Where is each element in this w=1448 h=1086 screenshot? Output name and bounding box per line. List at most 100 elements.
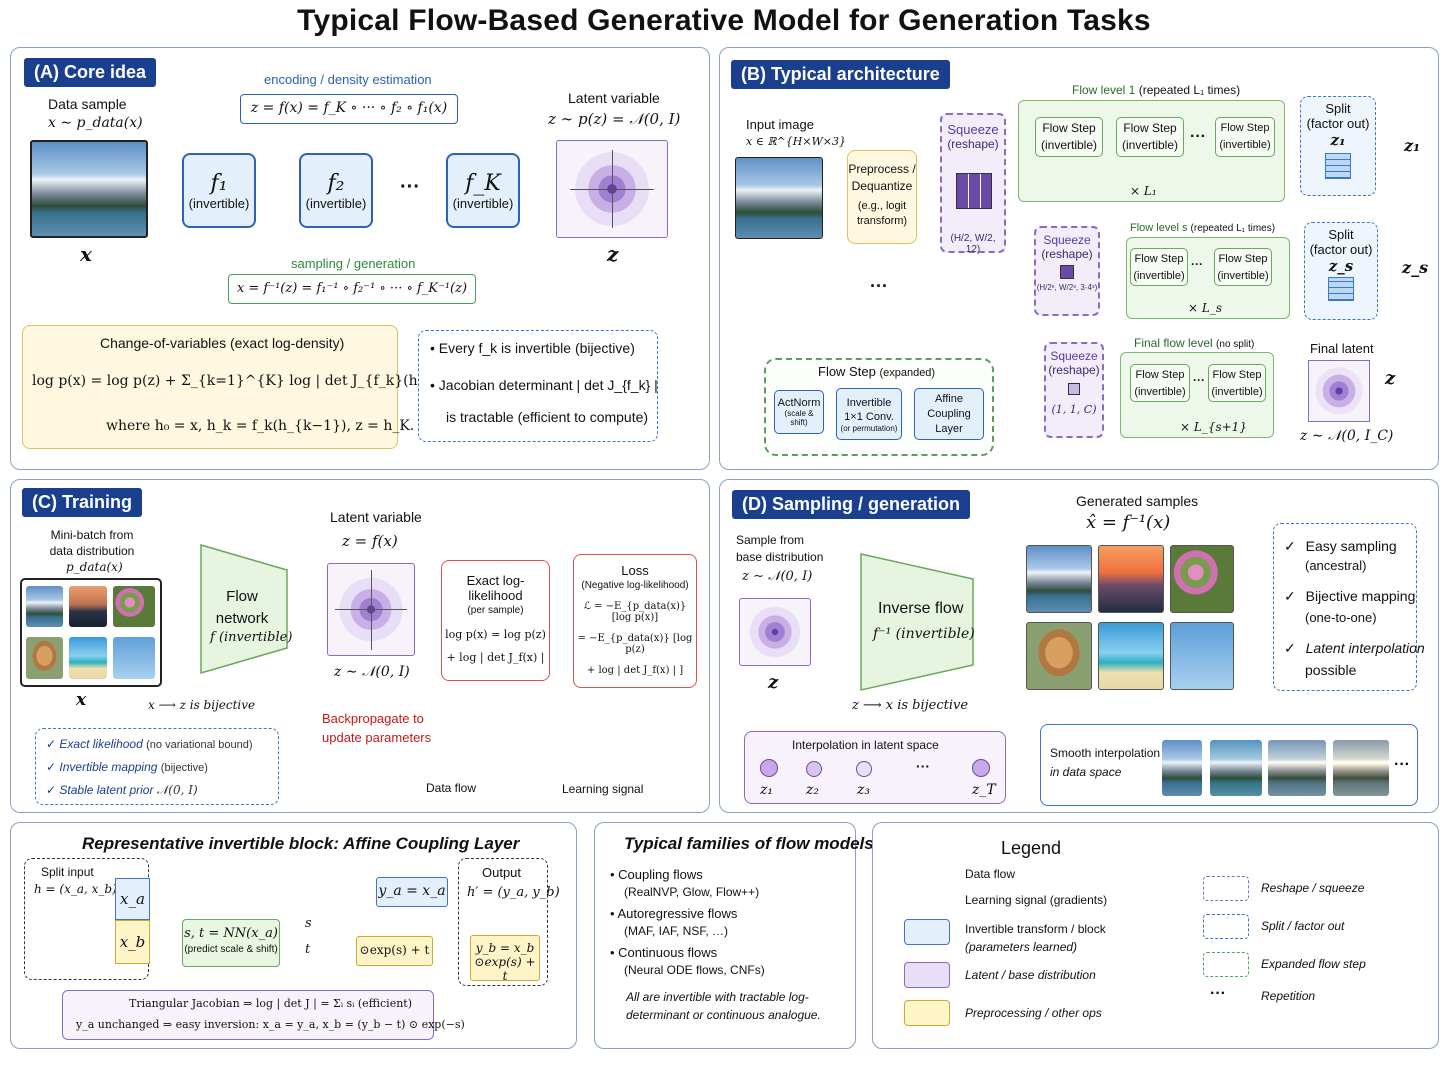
legend-repetition: Repetition: [1261, 989, 1316, 1003]
flow-step-sa[interactable]: Flow Step (invertible): [1130, 248, 1188, 286]
training-properties-box: [35, 728, 279, 805]
interp-node-z3: [856, 761, 872, 777]
fs-sa-sub: (invertible): [1133, 270, 1185, 282]
b-dots-s: ···: [1191, 257, 1203, 271]
nn-sub: (predict scale & shift): [184, 944, 278, 955]
squeeze-block-1[interactable]: Squeeze (reshape) (H/2, W/2, 12): [940, 113, 1006, 255]
interp-img-4: [1333, 740, 1389, 796]
cov-title: Change-of-variables (exact log-density): [100, 335, 345, 351]
check3b: 𝒩(0, I): [156, 783, 198, 797]
b-dots-f: ···: [1193, 373, 1205, 387]
interp-img-2: [1210, 740, 1262, 796]
sampling-formula: x = f⁻¹(z) = f₁⁻¹ ∘ f₂⁻¹ ∘ ··· ∘ f_K⁻¹(z…: [228, 274, 476, 304]
interp-dots: ···: [916, 758, 930, 774]
inverse-flow-shape[interactable]: [860, 553, 974, 691]
actnorm-block[interactable]: ActNorm (scale & shift): [774, 390, 824, 434]
fs-sa-label: Flow Step: [1134, 253, 1184, 265]
expanded-title: Flow Step: [818, 364, 876, 379]
change-of-variables-box: [22, 325, 398, 449]
fs-1c-sub: (invertible): [1219, 139, 1271, 151]
smooth-label-2: in data space: [1050, 765, 1122, 779]
flow-level-s-rep: (repeated L₁ times): [1190, 223, 1276, 234]
flow-level-s-title: Flow level s: [1130, 222, 1188, 234]
yb-block[interactable]: y_b = x_b ⊙exp(s) + t: [470, 935, 540, 983]
check-stable-prior: ✓ Stable latent prior 𝒩(0, I): [46, 783, 198, 797]
family-autoregressive: • Autoregressive flows: [610, 906, 738, 921]
squeeze-1-cube-icon: [956, 173, 992, 209]
ya-block[interactable]: y_a = x_a: [376, 877, 448, 907]
preprocess-block[interactable]: Preprocess / Dequantize (e.g., logit tra…: [847, 150, 917, 244]
flow-network-shape[interactable]: [200, 544, 288, 674]
f1b: (RealNVP, Glow, Flow++): [624, 885, 760, 899]
xb-block[interactable]: x_b: [115, 920, 150, 964]
split-block-s[interactable]: Split (factor out) z_s: [1304, 222, 1378, 320]
xa-block[interactable]: x_a: [115, 878, 150, 920]
actnorm-label: ActNorm: [777, 397, 821, 409]
check2b: (bijective): [160, 762, 208, 774]
fK-block[interactable]: f_K (invertible): [446, 153, 520, 228]
c-latent-dist: z ∼ 𝒩(0, I): [334, 664, 410, 680]
coupling-note-2: y_a unchanged ⇒ easy inversion: x_a = y_…: [76, 1018, 465, 1031]
legend-invertible-1: Invertible transform / block: [965, 922, 1106, 936]
ck1: Easy sampling: [1305, 538, 1397, 554]
mountain-lake-image: [30, 140, 148, 238]
flow-step-1c[interactable]: Flow Step(invertible): [1215, 117, 1275, 157]
legend-latent: Latent / base distribution: [965, 968, 1096, 982]
flow-step-sb[interactable]: Flow Step(invertible): [1214, 248, 1272, 286]
f1-block[interactable]: f₁ (invertible): [182, 153, 256, 228]
backprop-label-1: Backpropagate to: [322, 711, 424, 726]
flow-step-1b[interactable]: Flow Step(invertible): [1116, 117, 1184, 157]
smooth-interp-box: [1040, 724, 1418, 806]
split-block-1[interactable]: Split (factor out) z₁: [1300, 96, 1376, 196]
flow-level-s-label: Flow level s (repeated L₁ times): [1130, 222, 1275, 234]
family-coupling: • Coupling flows: [610, 867, 703, 882]
legend-panel: [872, 822, 1439, 1049]
batch-img-mountain: [26, 586, 63, 627]
gen-img-plane: [1170, 622, 1234, 690]
loss-sub: (Negative log-likelihood): [581, 580, 689, 591]
final-latent-plot: [1308, 360, 1370, 422]
flow-step-fb[interactable]: Flow Step(invertible): [1208, 364, 1266, 402]
loss-title: Loss: [621, 563, 649, 578]
check1b: (no variational bound): [146, 739, 253, 751]
conv-sub: (or permutation): [840, 423, 898, 433]
squeeze-block-3[interactable]: Squeeze (reshape) (1, 1, C): [1044, 342, 1104, 438]
f2-block[interactable]: f₂ (invertible): [299, 153, 373, 228]
gen-img-dog: [1026, 622, 1092, 690]
flow-step-1a[interactable]: Flow Step(invertible): [1035, 117, 1103, 157]
interp-img-1: [1162, 740, 1202, 796]
ll-sub: (per sample): [467, 605, 524, 616]
squeeze-3-label: Squeeze: [1050, 349, 1098, 363]
split-1-label: Split: [1325, 101, 1351, 116]
conv-block[interactable]: Invertible 1×1 Conv. (or permutation): [836, 388, 902, 440]
interp-z1: z₁: [760, 782, 773, 798]
properties-box: [418, 330, 658, 442]
c-legend-learning-signal: Learning signal: [562, 782, 644, 796]
fs-sb-sub: (invertible): [1217, 270, 1269, 282]
interp-z2: z₂: [806, 782, 819, 798]
squeeze-1-dim: (H/2, W/2, 12): [950, 233, 996, 255]
legend-swatch-invertible: [904, 919, 950, 945]
input-image: [735, 157, 823, 239]
d-z-label: z: [768, 672, 779, 693]
final-z: z: [1385, 368, 1396, 389]
latent-variable-label: Latent variable: [568, 90, 660, 106]
f3b: (Neural ODE flows, CNFs): [624, 963, 765, 977]
squeeze-block-2[interactable]: Squeeze (reshape) (H/2ˢ, W/2ˢ, 3·4ˢ): [1034, 226, 1100, 316]
interp-zT: z_T: [972, 782, 996, 798]
d-bijective: z ⟶ x is bijective: [852, 698, 969, 713]
legend-reshape: Reshape / squeeze: [1261, 881, 1365, 895]
op-block[interactable]: ⊙exp(s) + t: [356, 936, 433, 966]
flow-step-fa[interactable]: Flow Step(invertible): [1130, 364, 1190, 402]
sample-dist: z ∼ 𝒩(0, I): [742, 569, 813, 584]
actnorm-sub: (scale & shift): [784, 409, 814, 427]
t-label: t: [305, 942, 311, 957]
squeeze-1-reshape: (reshape): [947, 137, 999, 151]
families-title: Typical families of flow models: [624, 834, 874, 853]
legend-swatch-expanded: [1203, 952, 1249, 977]
affine-block[interactable]: Affine Coupling Layer: [914, 388, 984, 440]
minibatch-label: Mini-batch from data distribution: [49, 528, 135, 558]
nn-block[interactable]: s, t = NN(x_a) (predict scale & shift): [182, 919, 280, 967]
c-latent-label: Latent variable: [330, 509, 422, 525]
sampling-properties-box: [1273, 523, 1417, 691]
